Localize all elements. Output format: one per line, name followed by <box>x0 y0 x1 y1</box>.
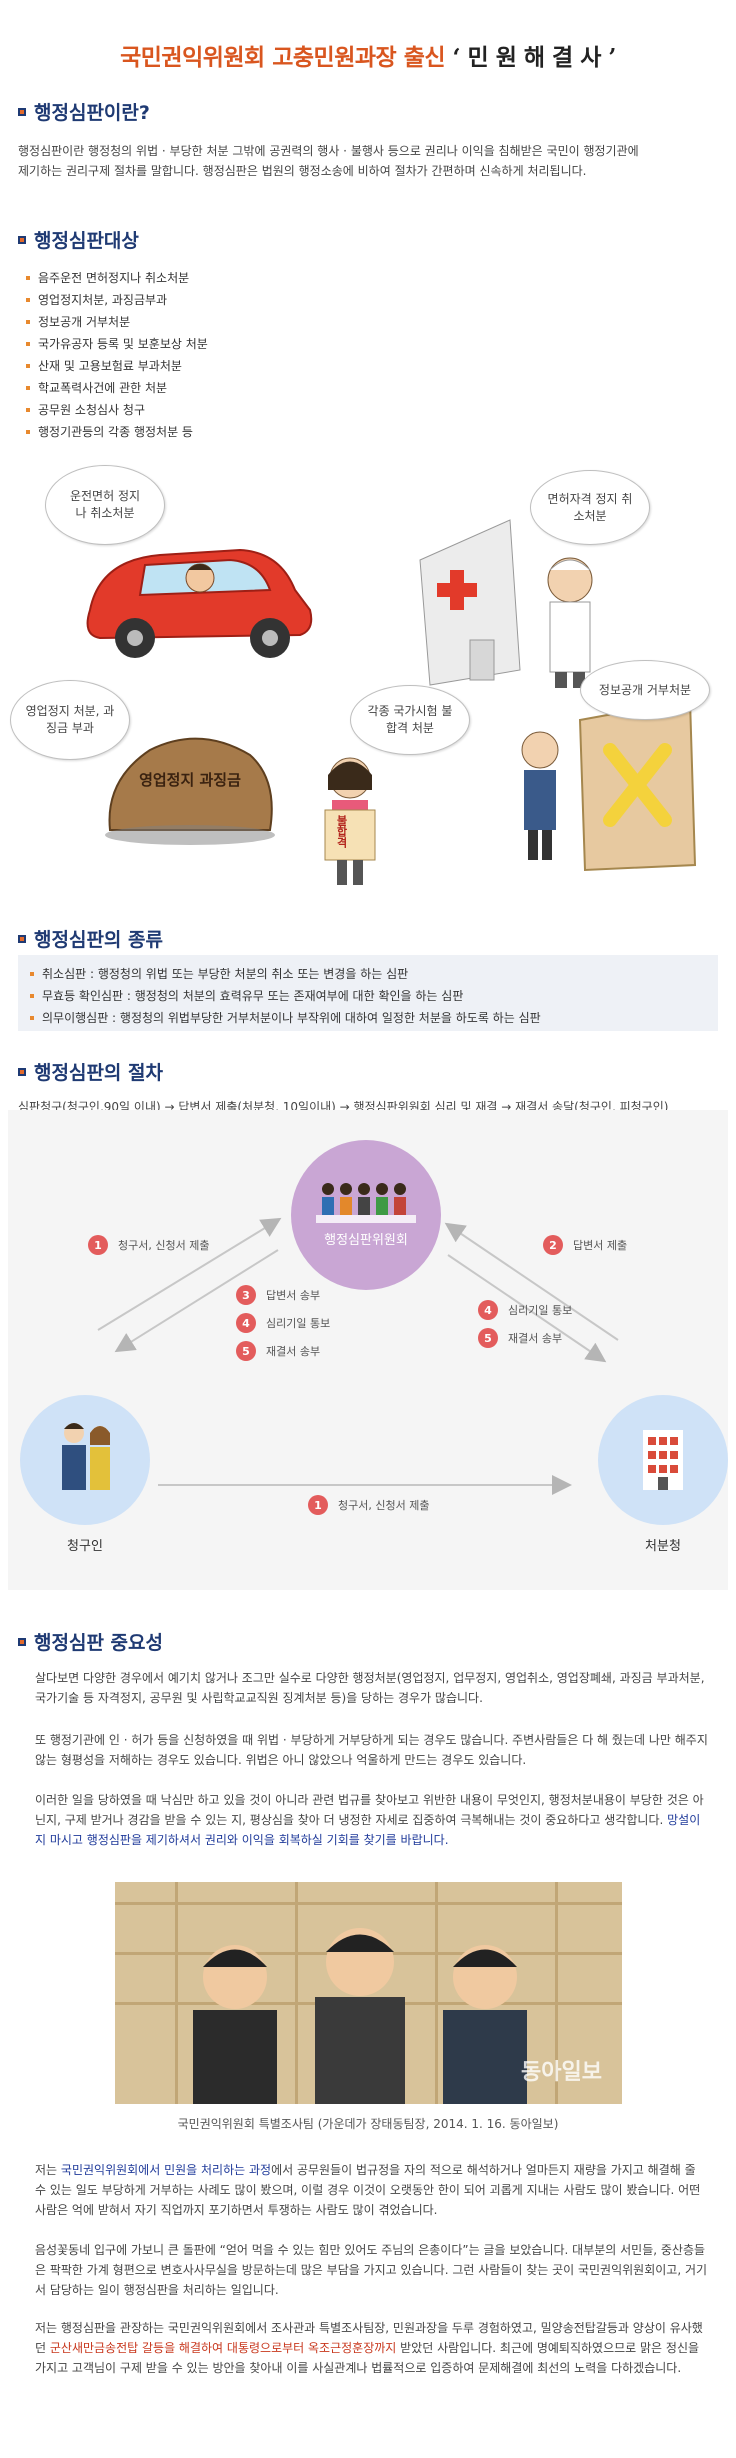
committee-node: 행정심판위원회 <box>291 1140 441 1290</box>
step-5-right: 5 재결서 송부 <box>478 1328 562 1348</box>
square-bullet-icon <box>18 235 26 244</box>
body-line: 행정심판이란 행정청의 위법 · 부당한 처분 그밖에 공권력의 행사 · 불행… <box>18 144 639 158</box>
importance-paragraph-5: 음성꽃동네 입구에 가보니 큰 돌판에 “얻어 먹을 수 있는 힘만 있어도 주… <box>35 2243 708 2297</box>
list-item: 행정기관등의 각종 행정처분 등 <box>26 421 718 443</box>
square-bullet-icon <box>18 107 26 116</box>
importance-paragraph-6: 저는 행정심판을 관장하는 국민권익위원회에서 조사관과 특별조사팀장, 민원과… <box>35 2321 703 2375</box>
step-number-badge: 2 <box>543 1235 563 1255</box>
step-4-right: 4 심리기일 통보 <box>478 1300 572 1320</box>
step-number-badge: 5 <box>236 1341 256 1361</box>
highlight-text: 망설이지 마시고 행정심판을 제기하셔서 권리와 이익을 회복하실 기회를 찾기… <box>35 1813 701 1847</box>
section-title-text: 행정심판의 종류 <box>34 929 163 951</box>
rock-label: 영업정지 과징금 <box>139 771 241 789</box>
types-list: 취소심판 : 행정청의 위법 또는 부당한 처분의 취소 또는 변경을 하는 심… <box>30 963 706 1029</box>
step-number-badge: 1 <box>88 1235 108 1255</box>
step-4: 4 심리기일 통보 <box>236 1313 330 1333</box>
step-5: 5 재결서 송부 <box>236 1341 320 1361</box>
student-illustration <box>324 757 376 885</box>
step-3: 3 답변서 송부 <box>236 1285 320 1305</box>
highlight-text: 국민권익위원회에서 민원을 처리하는 과정 <box>60 2163 272 2177</box>
rock-illustration <box>105 737 275 845</box>
procedure-diagram: 행정심판위원회 청구인 처분청 1 청구서, <box>8 1110 728 1590</box>
step-1-left: 1 청구서, 신청서 제출 <box>88 1235 209 1255</box>
list-item: 음주운전 면허정지나 취소처분 <box>26 267 718 289</box>
speech-bubble: 운전면허 정지나 취소처분 <box>45 465 165 545</box>
highlight-text: 군산새만금송전탑 갈등을 해결하여 대통령으로부터 옥조근정훈장까지 <box>49 2341 397 2355</box>
square-bullet-icon <box>18 934 26 943</box>
sign-label: 불합격 <box>335 815 348 848</box>
list-item: 취소심판 : 행정청의 위법 또는 부당한 처분의 취소 또는 변경을 하는 심… <box>30 963 706 985</box>
list-item: 의무이행심판 : 행정청의 위법부당한 거부처분이나 부작위에 대하여 일정한 … <box>30 1007 706 1029</box>
list-item: 공무원 소청심사 청구 <box>26 399 718 421</box>
importance-paragraph-2: 또 행정기관에 인 · 허가 등을 신청하였을 때 위법 · 부당하게 거부당하… <box>35 1733 708 1767</box>
importance-paragraph-3: 이러한 일을 당하였을 때 낙심만 하고 있을 것이 아니라 관련 법규를 찾아… <box>35 1793 704 1847</box>
section-title: 행정심판의 종류 <box>18 925 718 952</box>
list-item: 영업정지처분, 과징금부과 <box>26 289 718 311</box>
speech-bubble: 각종 국가시험 불합격 처분 <box>350 685 470 755</box>
step-number-badge: 5 <box>478 1328 498 1348</box>
section-types: 행정심판의 종류 <box>18 925 718 952</box>
step-number-badge: 3 <box>236 1285 256 1305</box>
page-title-accent: ‘ 민 원 해 결 사 ’ <box>452 44 617 71</box>
list-item: 국가유공자 등록 및 보훈보상 처분 <box>26 333 718 355</box>
team-photo-illustration <box>115 1882 622 2104</box>
section-title-text: 행정심판 중요성 <box>34 1632 163 1654</box>
step-2-right: 2 답변서 제출 <box>543 1235 627 1255</box>
section-title-text: 행정심판대상 <box>34 230 139 252</box>
step-number-badge: 1 <box>308 1495 328 1515</box>
step-1-bottom: 1 청구서, 신청서 제출 <box>308 1495 429 1515</box>
speech-bubble: 정보공개 거부처분 <box>580 660 710 720</box>
section-title: 행정심판대상 <box>18 226 718 253</box>
building-icon <box>643 1430 683 1490</box>
speech-bubble: 영업정지 처분, 과징금 부과 <box>10 680 130 760</box>
section-body: 행정심판이란 행정청의 위법 · 부당한 처분 그밖에 공권력의 행사 · 불행… <box>18 141 718 181</box>
flow-arrows <box>97 1217 619 1495</box>
page-title-main: 국민권익위원회 고충민원과장 출신 <box>120 45 446 71</box>
square-bullet-icon <box>18 1067 26 1076</box>
photo-watermark: 동아일보 <box>521 2060 602 2085</box>
page-title: 국민권익위원회 고충민원과장 출신 ‘ 민 원 해 결 사 ’ <box>0 38 736 72</box>
list-item: 정보공개 거부처분 <box>26 311 718 333</box>
section-targets: 행정심판대상 음주운전 면허정지나 취소처분 영업정지처분, 과징금부과 정보공… <box>18 226 718 443</box>
committee-label: 행정심판위원회 <box>324 1233 408 1248</box>
hospital-illustration <box>419 519 593 688</box>
section-importance: 행정심판 중요성 <box>18 1628 718 1655</box>
section-procedure: 행정심판의 절차 심판청구(청구인,90일 이내) → 답변서 제출(처분청, … <box>18 1058 718 1117</box>
section-what-is: 행정심판이란? 행정심판이란 행정청의 위법 · 부당한 처분 그밖에 공권력의… <box>18 98 718 181</box>
list-item: 산재 및 고용보험료 부과처분 <box>26 355 718 377</box>
types-box: 취소심판 : 행정청의 위법 또는 부당한 처분의 취소 또는 변경을 하는 심… <box>18 955 718 1031</box>
step-number-badge: 4 <box>478 1300 498 1320</box>
building-illustration <box>521 698 697 872</box>
car-illustration <box>86 548 313 658</box>
target-list: 음주운전 면허정지나 취소처분 영업정지처분, 과징금부과 정보공개 거부처분 … <box>26 267 718 443</box>
section-title: 행정심판 중요성 <box>18 1628 718 1655</box>
target-illustrations: 운전면허 정지나 취소처분 면허자격 정지 취소처분 영업정지 과징금 영업정지… <box>0 460 736 885</box>
agency-label: 처분청 <box>645 1539 681 1554</box>
section-title: 행정심판이란? <box>18 98 718 125</box>
list-item: 무효등 확인심판 : 행정청의 처분의 효력유무 또는 존재여부에 대한 확인을… <box>30 985 706 1007</box>
news-photo: 동아일보 <box>115 1882 622 2104</box>
section-title-text: 행정심판의 절차 <box>34 1062 163 1084</box>
square-bullet-icon <box>18 1637 26 1646</box>
people-group-icon <box>316 1183 416 1223</box>
photo-caption: 국민권익위원회 특별조사팀 (가운데가 장태동팀장, 2014. 1. 16. … <box>177 2117 559 2131</box>
people-icon <box>62 1423 110 1490</box>
importance-paragraph-4: 저는 국민권익위원회에서 민원을 처리하는 과정에서 공무원들이 법규정을 자의… <box>35 2163 701 2217</box>
list-item: 학교폭력사건에 관한 처분 <box>26 377 718 399</box>
importance-paragraph-1: 살다보면 다양한 경우에서 예기치 않거나 조그만 실수로 다양한 행정처분(영… <box>35 1671 705 1705</box>
section-title-text: 행정심판이란? <box>34 102 150 124</box>
section-title: 행정심판의 절차 <box>18 1058 718 1085</box>
speech-bubble: 면허자격 정지 취소처분 <box>530 470 650 545</box>
agency-node <box>598 1395 728 1525</box>
step-number-badge: 4 <box>236 1313 256 1333</box>
body-line: 제기하는 권리구제 절차를 말합니다. 행정심판은 법원의 행정소송에 비하여 … <box>18 164 587 178</box>
claimant-label: 청구인 <box>67 1539 103 1554</box>
claimant-node <box>20 1395 150 1525</box>
